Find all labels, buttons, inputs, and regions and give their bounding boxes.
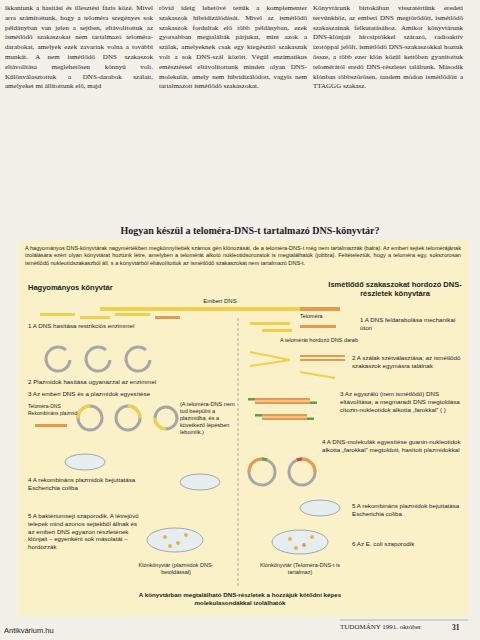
step-label: Klónkönyvtár (plazmidok DNS-betoldással) bbox=[130, 562, 222, 576]
step-label: Ismétlődő szakaszokat hordozó DNS-részle… bbox=[325, 280, 465, 299]
page-footer: TUDOMÁNY 1991. október bbox=[340, 623, 450, 632]
step-label: 3 Az egyszálú (nem ismétlődő) DNS eltávo… bbox=[340, 390, 465, 413]
step-label: 2 Plazmidok hasítása ugyanazzal az enzim… bbox=[28, 378, 208, 386]
page-footer: Antikvárium.hu bbox=[4, 626, 104, 635]
divider bbox=[238, 318, 239, 586]
step-label: A telomérát hordozó DNS darab bbox=[280, 337, 390, 344]
step-label: Emberi DNS bbox=[185, 298, 255, 306]
tailed-plasmids bbox=[249, 459, 315, 485]
step-label: Hagyományos könyvtár bbox=[28, 283, 178, 292]
step-label: Teloméra bbox=[300, 313, 345, 320]
article-column: ikkantunk a hasítási és illesztési fázis… bbox=[5, 4, 153, 92]
step-label: (A teloméra-DNS nem tud beépülni a plazm… bbox=[180, 401, 236, 436]
article-column: Könyvtárunk birtokában visszatértünk ere… bbox=[313, 4, 463, 92]
footer-rule bbox=[340, 620, 468, 621]
plasmids bbox=[46, 347, 150, 371]
step-label: 1 A DNS hasítása restrikciós enzimmel bbox=[28, 322, 178, 330]
page-footer: 31 bbox=[452, 623, 472, 632]
article-column: rövid ideig lehetővé tettük a komplement… bbox=[159, 4, 307, 92]
dna-bar bbox=[100, 307, 300, 311]
step-label: 1 A DNS feldarabolása mechanikai úton bbox=[360, 316, 465, 332]
diagram-title: Hogyan készül a teloméra-DNS-t tartalmaz… bbox=[30, 225, 470, 238]
step-label: 4 A DNS-molekulák egyesítése guanin-nukl… bbox=[322, 438, 465, 454]
step-label: 5 A baktériumsejt szaporodik. A létrejöv… bbox=[28, 512, 140, 551]
separated-strands bbox=[250, 352, 345, 378]
dna-fragments bbox=[40, 313, 180, 319]
intro-text: A hagyományos DNS-könyvtárak nagymértékb… bbox=[25, 245, 461, 267]
step-label: Klónkönyvtár (Teloméra-DNS-t is tartalma… bbox=[250, 562, 350, 576]
step-label: Rekombináns plazmid bbox=[28, 410, 78, 416]
sheared-fragments bbox=[250, 322, 336, 332]
step-label: 6 Az E. coli szaporodik bbox=[352, 540, 465, 548]
step-label: 2 A szálak szétválasztása; az ismétlődő … bbox=[352, 354, 465, 370]
diagram-caption: A könyvtárban megtalálható DNS-részletek… bbox=[130, 591, 350, 607]
step-label: 5 A rekombináns plazmidok bejuttatása Es… bbox=[352, 502, 465, 518]
step-label: 3 Az emberi DNS és a plazmidok egyesítés… bbox=[28, 390, 228, 398]
telomere-bar bbox=[300, 307, 340, 311]
telomere-fragment bbox=[35, 424, 67, 427]
step-label: 4 A rekombináns plazmidok bejuttatása Es… bbox=[28, 476, 138, 492]
recombinant-plasmids bbox=[78, 406, 177, 430]
panel-ground bbox=[18, 240, 468, 616]
petri-dishes-right bbox=[272, 500, 340, 554]
tailed-dna bbox=[248, 398, 317, 420]
step-label: Teloméra-DNS bbox=[28, 403, 78, 409]
